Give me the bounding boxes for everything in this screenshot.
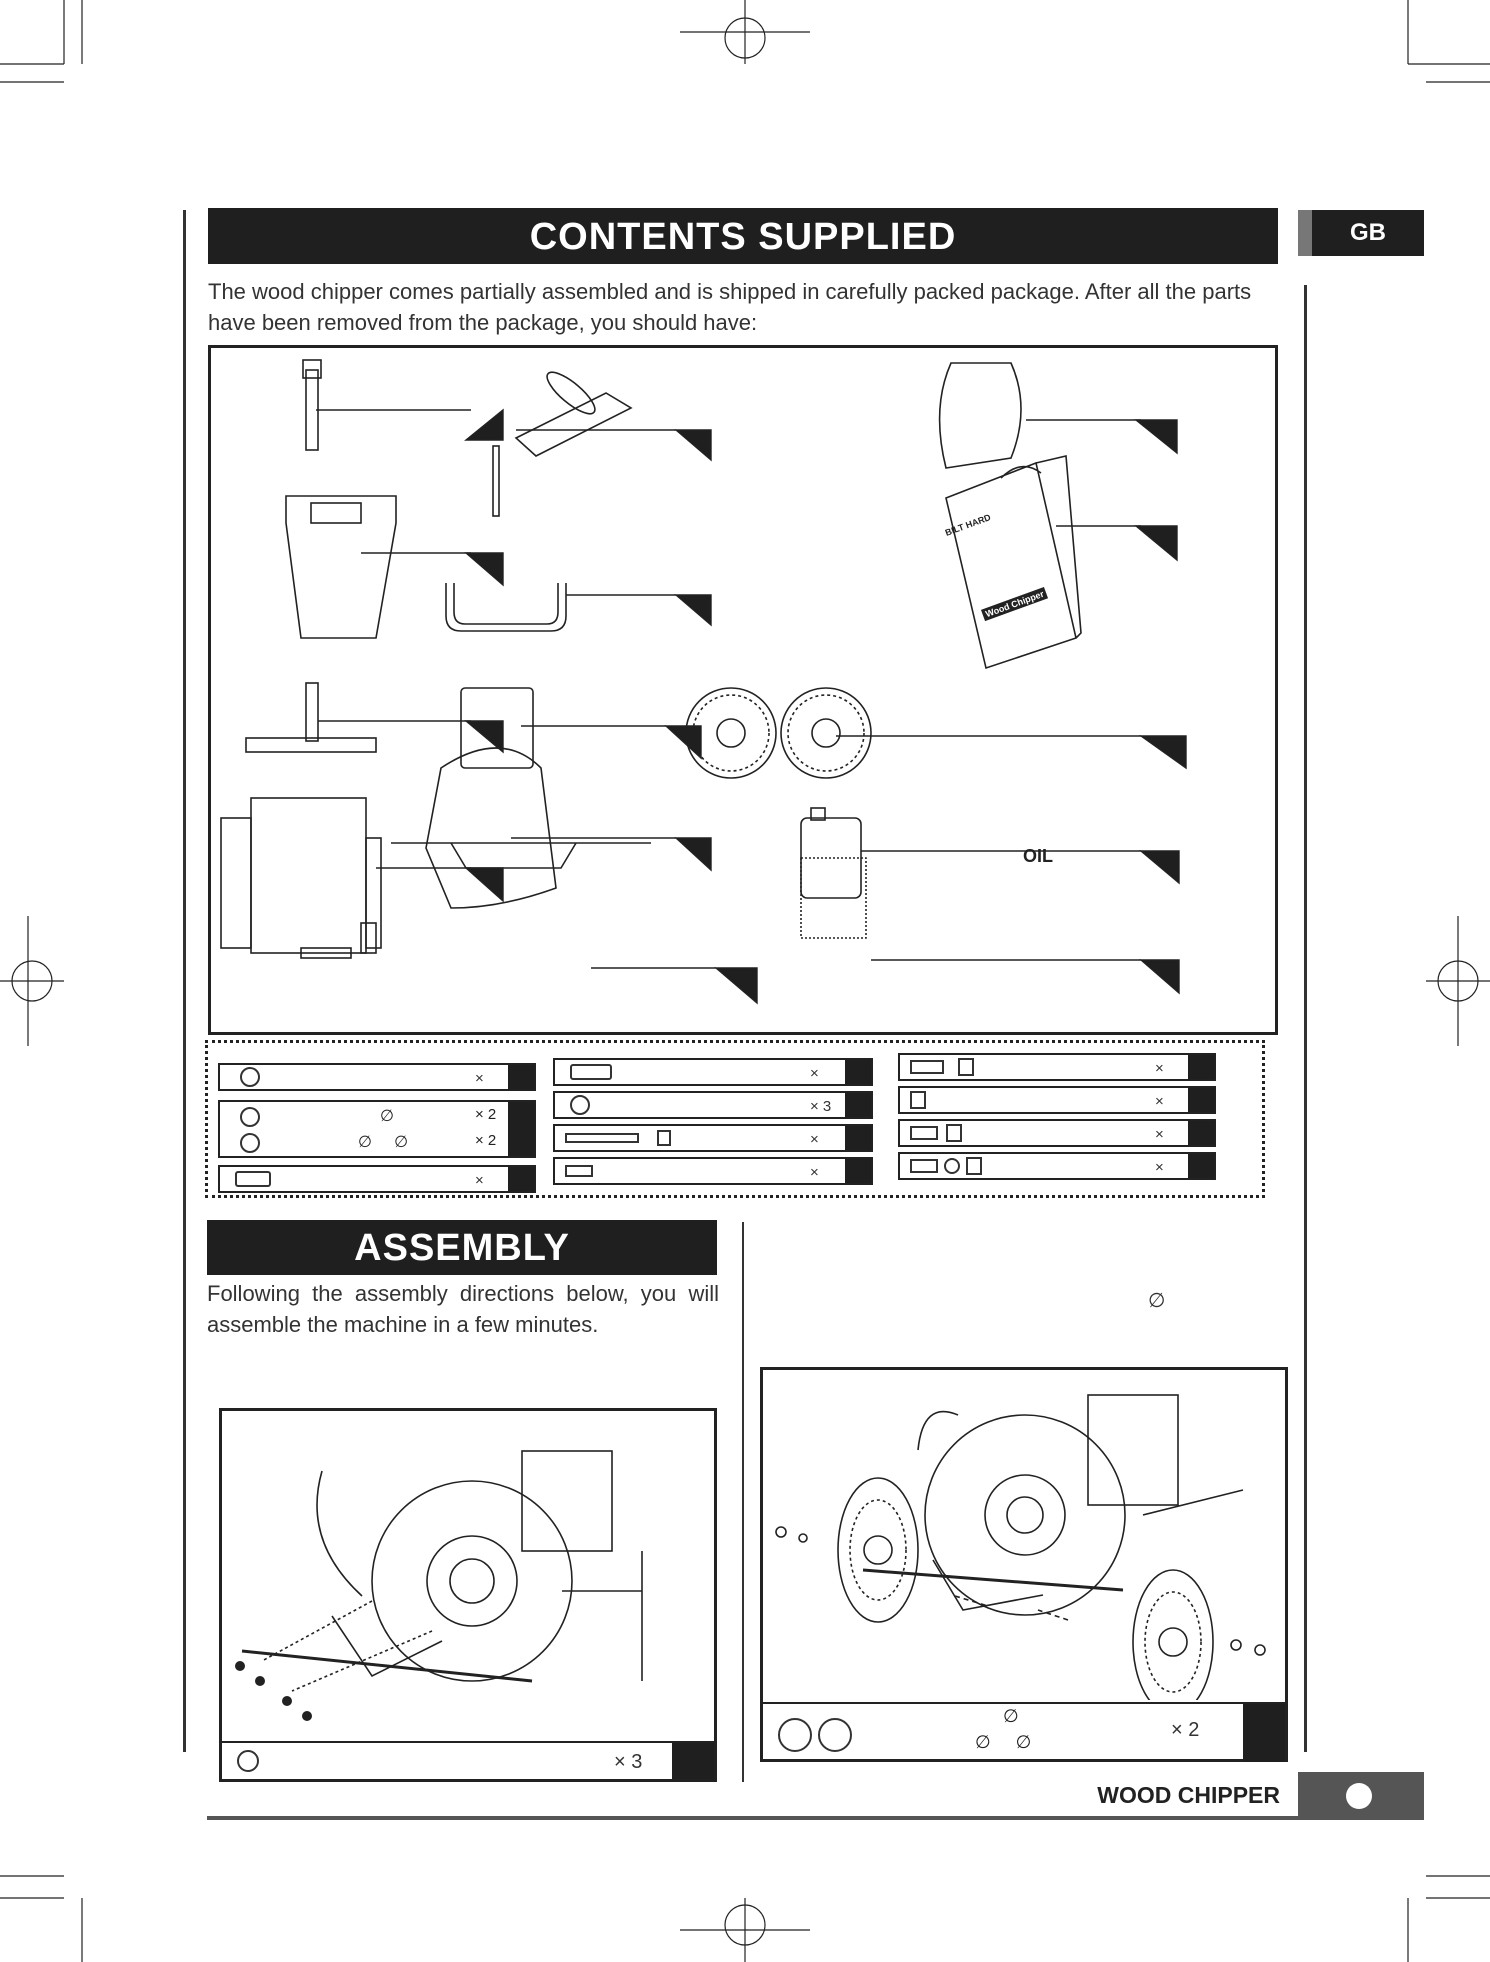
lynch-pin-icon	[240, 1133, 260, 1153]
hardware-item-washer-pin-group: ∅ × 2 ∅ ∅ × 2	[218, 1100, 536, 1158]
nut-icon	[240, 1067, 260, 1087]
assembly-intro: Following the assembly directions below,…	[207, 1281, 719, 1337]
washer-icon	[944, 1158, 960, 1174]
lock-nut-icon	[570, 1095, 590, 1115]
step2-hardware-row: ∅ ∅ ∅ × 2	[763, 1702, 1285, 1762]
hardware-item-bolt-nut-c: ×	[898, 1119, 1216, 1147]
short-bolt-icon	[565, 1165, 593, 1177]
u-clip-icon	[235, 1171, 271, 1187]
washer-icon	[778, 1718, 812, 1752]
nut-icon	[958, 1058, 974, 1076]
hardware-item-lock-nut: × 3	[553, 1091, 873, 1119]
hardware-item-nut-b: ×	[898, 1086, 1216, 1114]
hardware-item-long-bolt: ×	[553, 1124, 873, 1152]
nut-icon	[657, 1130, 671, 1146]
long-bolt-icon	[565, 1133, 639, 1143]
nut-icon	[946, 1124, 962, 1142]
hardware-item-clip: ×	[218, 1165, 536, 1193]
parts-drawings	[220, 359, 1082, 959]
assembly-title: ASSEMBLY	[207, 1220, 717, 1275]
hardware-item-bolt-nut-a: ×	[898, 1053, 1216, 1081]
lock-nut-icon	[237, 1750, 259, 1772]
bolt-icon	[910, 1126, 938, 1140]
left-margin-rule	[183, 210, 186, 1752]
step1-hardware-row: × 3	[222, 1741, 714, 1779]
contents-title: CONTENTS SUPPLIED	[208, 208, 1278, 264]
hardware-box: × ∅ × 2 ∅ ∅ × 2 × × × 3 × ×	[205, 1040, 1265, 1198]
step2-drawing	[775, 1394, 1266, 1700]
nut-icon	[910, 1091, 926, 1109]
language-tab-label: GB	[1350, 219, 1386, 246]
contents-intro: The wood chipper comes partially assembl…	[208, 279, 1252, 335]
hardware-item-bolt-washer-nut: ×	[898, 1152, 1216, 1180]
language-tab: GB	[1298, 210, 1424, 256]
u-clip-icon	[570, 1064, 612, 1080]
step1-drawing	[235, 1450, 643, 1721]
footer-product-name: WOOD CHIPPER	[1097, 1782, 1280, 1808]
column-divider	[742, 1222, 744, 1782]
bolt-icon	[910, 1159, 938, 1173]
lynch-pin-icon	[818, 1718, 852, 1752]
bolt-icon	[910, 1060, 944, 1074]
page-number-dot	[1346, 1783, 1372, 1809]
hardware-item-nut: ×	[218, 1063, 536, 1091]
right-margin-rule	[1304, 285, 1307, 1752]
footer-page-tab	[1298, 1772, 1424, 1820]
right-diameter-symbol: ∅	[1148, 1290, 1166, 1312]
nut-icon	[966, 1157, 982, 1175]
hardware-item-short-bolt: ×	[553, 1157, 873, 1185]
assembly-step2-box: ∅ ∅ ∅ × 2	[760, 1367, 1288, 1762]
assembly-step1-box: × 3	[219, 1408, 717, 1782]
callout-tags	[316, 408, 1187, 1005]
hardware-item-u-clip: ×	[553, 1058, 873, 1086]
washer-icon	[240, 1107, 260, 1127]
parts-illustration-box: BILT HARD Wood Chipper OIL	[208, 345, 1278, 1035]
footer-rule	[207, 1816, 1424, 1820]
